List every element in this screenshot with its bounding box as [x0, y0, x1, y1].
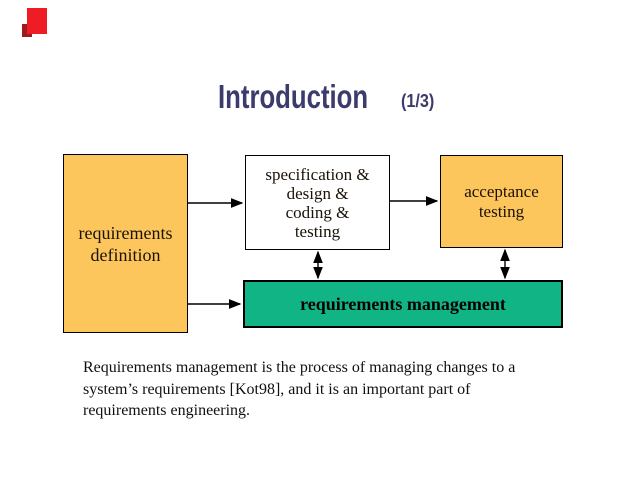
box-label-line: definition	[90, 244, 161, 265]
box-label-line: acceptance	[464, 181, 539, 201]
paragraph-line: Requirements management is the process o…	[83, 359, 516, 376]
paragraph-line: system’s requirements [Kot98], and it is…	[83, 380, 471, 398]
box-requirements-management: requirements management	[243, 280, 563, 328]
box-label-line: specification &	[265, 164, 370, 184]
red-corner-accent-icon	[27, 8, 47, 34]
box-label-line: requirements	[78, 222, 173, 243]
box-label-line: design &	[286, 183, 349, 203]
box-label-line: testing	[478, 201, 525, 221]
slide-title-page-indicator: (1/3)	[401, 91, 435, 111]
box-requirements-definition: requirements definition	[63, 154, 188, 333]
box-label-line: coding &	[285, 202, 350, 222]
paragraph-line: requirements engineering.	[83, 402, 251, 419]
box-label-line: testing	[294, 221, 341, 241]
body-paragraph: Requirements management is the process o…	[83, 357, 515, 422]
box-specification-design-coding-testing: specification & design & coding & testin…	[245, 155, 390, 250]
box-label-line: requirements management	[300, 293, 506, 314]
box-acceptance-testing: acceptance testing	[440, 155, 563, 248]
slide-title: Introduction	[218, 78, 369, 115]
